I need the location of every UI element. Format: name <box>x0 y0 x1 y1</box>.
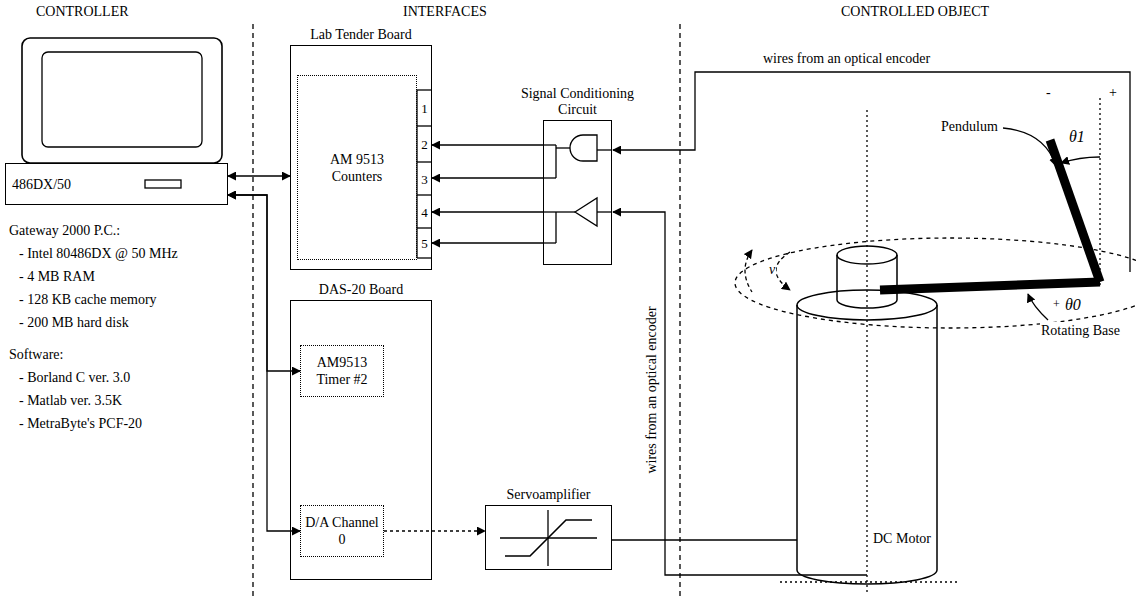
text-label: Gateway 2000 P.C.: <box>8 222 121 239</box>
column-heading: CONTROLLED OBJECT <box>840 3 990 20</box>
connector <box>432 211 543 212</box>
servoamplifier-box: Servoamplifier <box>485 505 612 570</box>
text-label: wires from an optical encoder <box>762 50 931 67</box>
box-label: AM 9513 Counters <box>317 151 397 185</box>
leader-line <box>1028 294 1048 320</box>
box-heading: Lab Tender Board <box>286 27 436 43</box>
connector <box>432 177 543 178</box>
box-heading: Servoamplifier <box>479 487 619 503</box>
text-label: + <box>1108 84 1118 101</box>
text-label: θ0 <box>1064 296 1082 313</box>
text-label: Pendulum <box>940 118 999 135</box>
text-label: - 128 KB cache memory <box>18 291 158 308</box>
pendulum-rod <box>1050 140 1100 282</box>
pin-number: 2 <box>420 136 429 153</box>
pin-number: 4 <box>420 203 429 220</box>
connector <box>432 242 543 243</box>
connector <box>432 144 543 145</box>
drive-slot <box>145 180 181 188</box>
divider <box>679 24 680 600</box>
text-label: - Intel 80486DX @ 50 MHz <box>18 245 179 262</box>
motor-axis <box>866 110 867 592</box>
leader-line <box>1003 128 1056 166</box>
column-heading: CONTROLLER <box>35 3 130 20</box>
box-body: AM 9513 Counters <box>298 76 416 259</box>
box-heading: Signal Conditioning Circuit <box>508 86 648 118</box>
direction-arc <box>776 252 790 290</box>
logic-gates <box>543 135 612 243</box>
connector <box>228 175 290 176</box>
counter-block: AM 9513 Counters <box>297 75 417 260</box>
box-heading: DAS-20 Board <box>286 282 436 298</box>
rotation-path <box>735 238 1136 328</box>
box-body: AM9513 Timer #2 <box>301 346 383 396</box>
monitor-screen <box>42 52 202 147</box>
box-label: D/A Channel 0 <box>305 514 379 548</box>
pendulum-axis <box>1099 98 1100 285</box>
text-label: wires from an optical encoder <box>643 305 660 474</box>
encoder-wire <box>613 72 1130 272</box>
column-heading: INTERFACES <box>402 3 488 20</box>
text-label: - <box>1045 84 1052 101</box>
conditioning-circuit: Signal Conditioning Circuit <box>543 120 612 265</box>
box-label: AM9513 Timer #2 <box>305 354 379 388</box>
box-label: 486DX/50 <box>12 176 71 193</box>
pin-number: 3 <box>420 170 429 187</box>
timer-block: AM9513 Timer #2 <box>300 345 384 397</box>
rotating-arm <box>880 282 1100 290</box>
text-label: θ1 <box>1068 128 1086 145</box>
base-line <box>780 581 960 582</box>
encoder-wire <box>613 212 867 575</box>
text-label: - 4 MB RAM <box>18 268 96 285</box>
text-label: DC Motor <box>872 530 932 547</box>
box-body: 486DX/50 <box>6 164 227 204</box>
text-label: - Matlab ver. 3.5K <box>18 392 123 409</box>
text-label: Software: <box>8 346 64 363</box>
das20-board: DAS-20 BoardAM9513 Timer #2D/A Channel 0 <box>290 300 432 580</box>
connector <box>384 530 485 531</box>
text-label: + <box>1052 296 1061 313</box>
monitor <box>22 38 222 163</box>
text-label: v <box>768 261 776 278</box>
pin-number: 5 <box>420 235 429 252</box>
computer-case: 486DX/50 <box>5 163 228 205</box>
lab-tender-board: Lab Tender BoardAM 9513 Counters <box>290 45 432 270</box>
angle-arc <box>1061 157 1100 163</box>
saturation-symbol <box>500 510 597 566</box>
divider <box>252 24 253 600</box>
box-body: D/A Channel 0 <box>301 506 383 556</box>
motor-wire <box>612 539 797 540</box>
text-label: - MetraByte's PCF-20 <box>18 415 143 432</box>
direction-arc <box>745 250 752 292</box>
text-label: - 200 MB hard disk <box>18 314 130 331</box>
dac-block: D/A Channel 0 <box>300 505 384 557</box>
text-label: - Borland C ver. 3.0 <box>18 369 131 386</box>
text-label: Rotating Base <box>1040 322 1121 339</box>
pin-number: 1 <box>420 100 429 117</box>
pin-column <box>417 90 432 258</box>
